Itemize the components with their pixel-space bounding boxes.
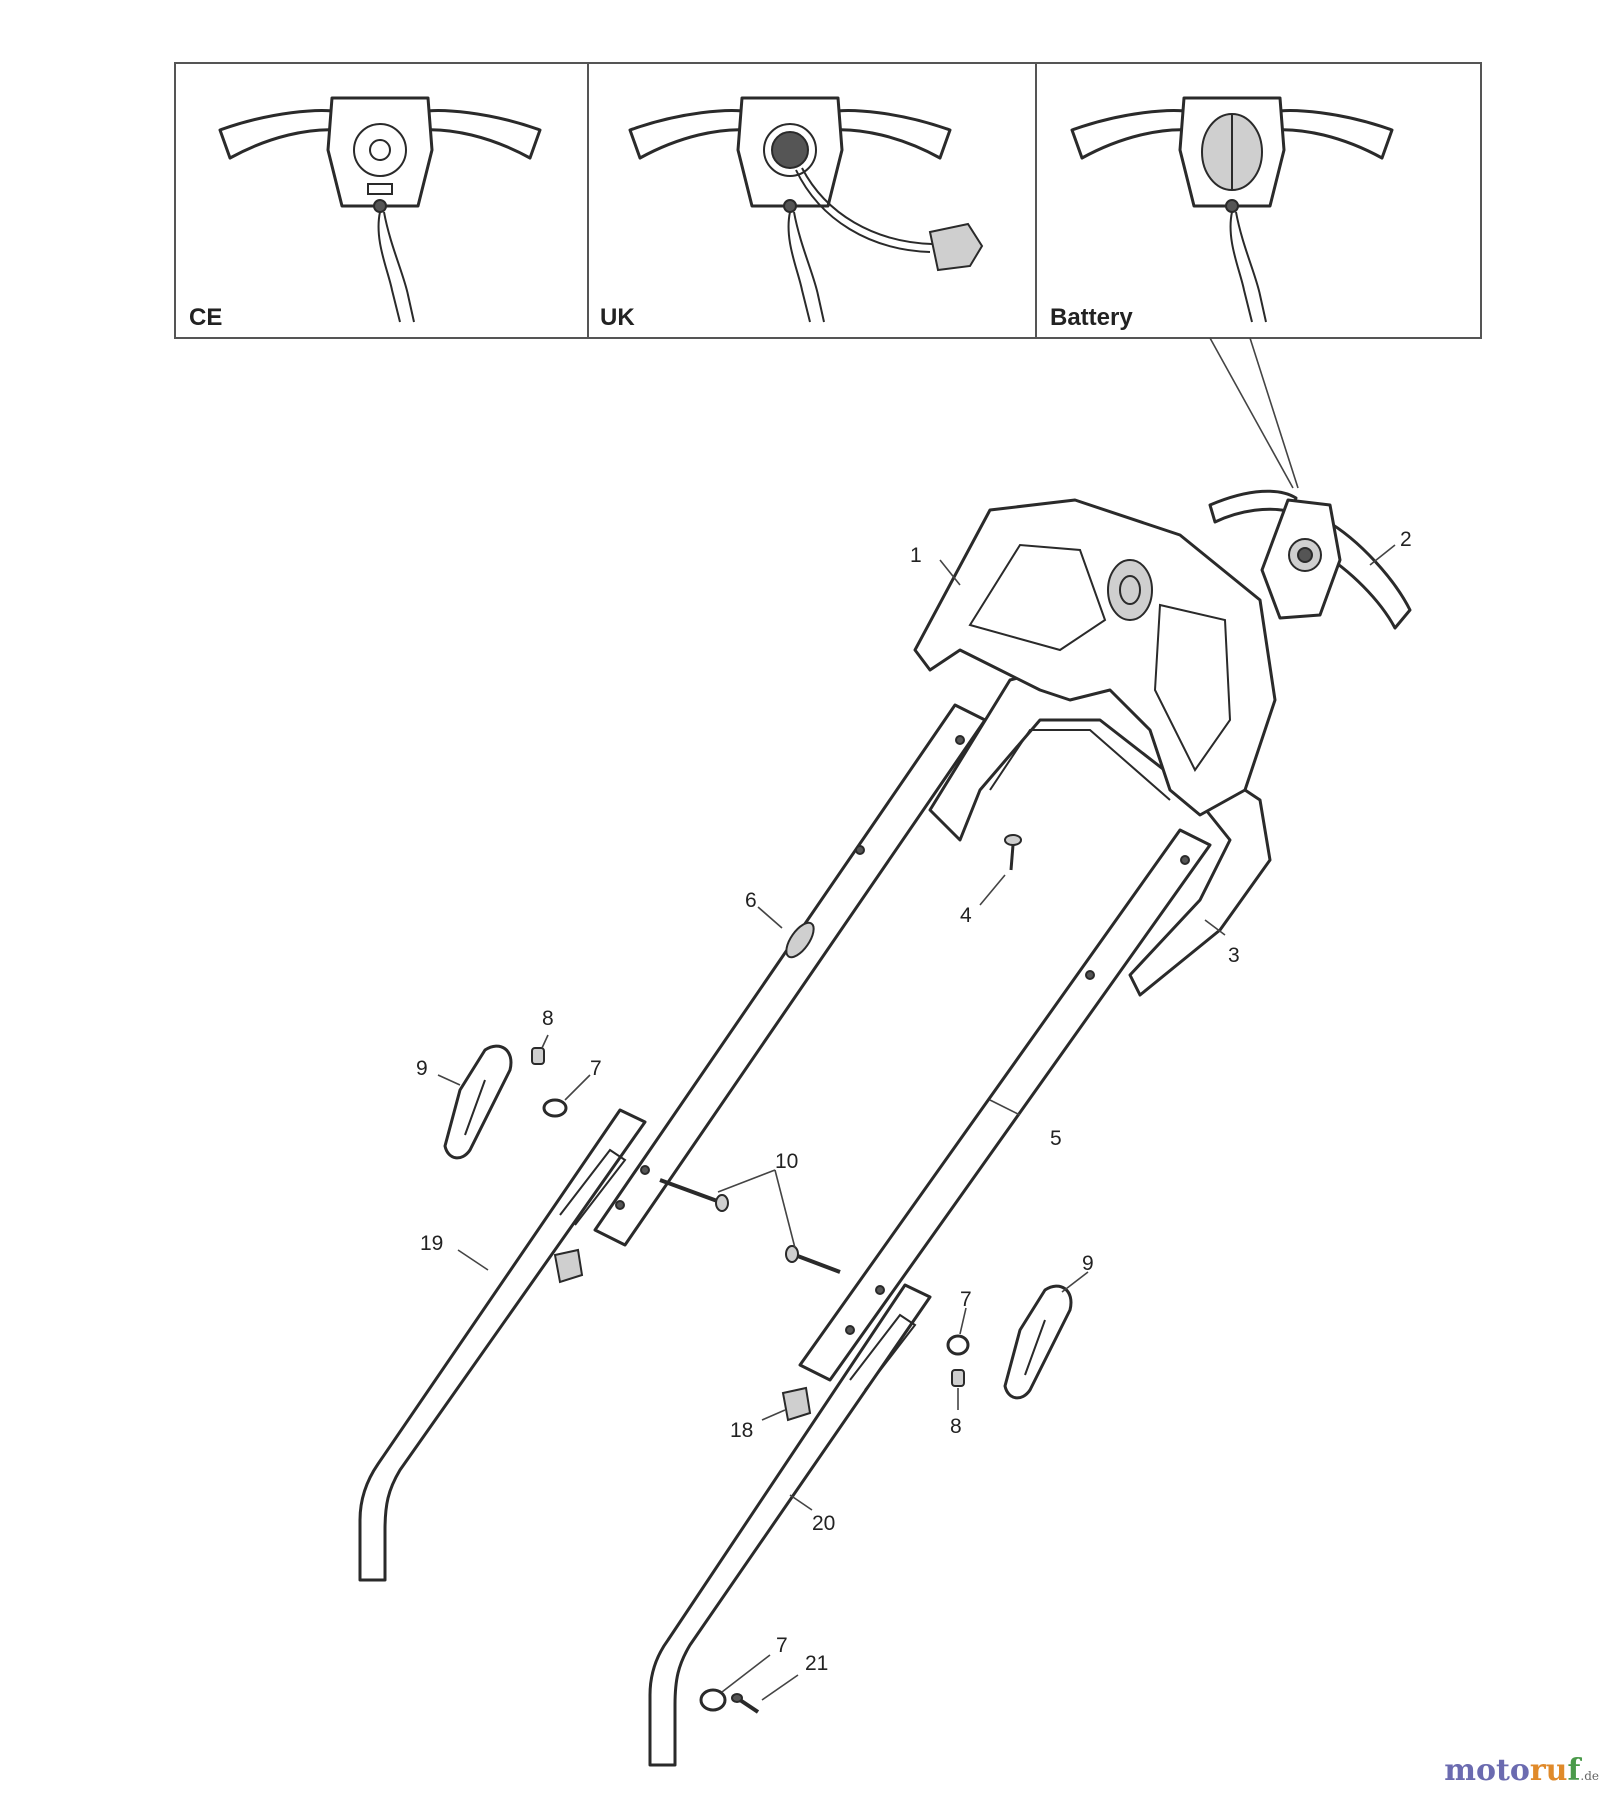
variant-label-uk: UK [600,304,635,331]
watermark-part-b: ru [1529,1753,1568,1788]
part-20-right-lower-tube [648,1283,932,1767]
callout-9-left: 9 [416,1057,428,1080]
part-10-bolt-lower [785,1245,841,1274]
watermark-part-a: moto [1444,1753,1530,1788]
part-9-left-clamp-lever [443,1044,513,1160]
part-2-control-switch [1208,489,1412,630]
part-6-left-upper-tube [593,703,987,1247]
watermark-part-c: f [1567,1753,1581,1788]
callout-20: 20 [812,1512,835,1535]
variant-label-battery: Battery [1050,304,1133,331]
part-1-handle-console [913,498,1277,817]
callout-18: 18 [730,1419,753,1442]
watermark-tld: .de [1580,1769,1599,1783]
callout-8-upper: 8 [542,1007,554,1030]
callout-9-right: 9 [1082,1252,1094,1275]
callout-7-lower: 7 [776,1634,788,1657]
callout-3: 3 [1228,944,1240,967]
callout-7-middle: 7 [960,1288,972,1311]
callout-2: 2 [1400,528,1412,551]
part-7-washer-middle [946,1334,970,1356]
part-10-bolt-upper [659,1178,729,1212]
part-8-nut-upper [531,1047,545,1065]
part-21-screw [731,1693,760,1714]
part-19-left-lower-tube [358,1108,647,1582]
variant-label-ce: CE [189,304,222,331]
part-7-washer-upper [542,1098,568,1118]
uk-control-illustration [628,96,984,323]
part-7-washer-lower [699,1688,727,1712]
watermark-logo: motoruf.de [1444,1753,1599,1788]
callout-5: 5 [1050,1127,1062,1150]
part-9-right-clamp-lever [1003,1284,1073,1400]
callout-8-lower: 8 [950,1415,962,1438]
part-18-knob-upper [553,1248,584,1284]
callout-1: 1 [910,544,922,567]
callout-6: 6 [745,889,757,912]
ce-control-illustration [218,96,542,323]
callout-4: 4 [960,904,972,927]
battery-control-illustration [1070,96,1394,323]
variant-panel: CE UK Battery [174,62,1482,339]
callout-19: 19 [420,1232,443,1255]
callout-21: 21 [805,1652,828,1675]
part-4-screw [1004,834,1022,871]
callout-10: 10 [775,1150,798,1173]
part-18-knob-lower [781,1386,812,1422]
part-8-nut-lower [951,1369,965,1387]
callout-7-upper: 7 [590,1057,602,1080]
part-5-right-tube [798,828,1212,1382]
